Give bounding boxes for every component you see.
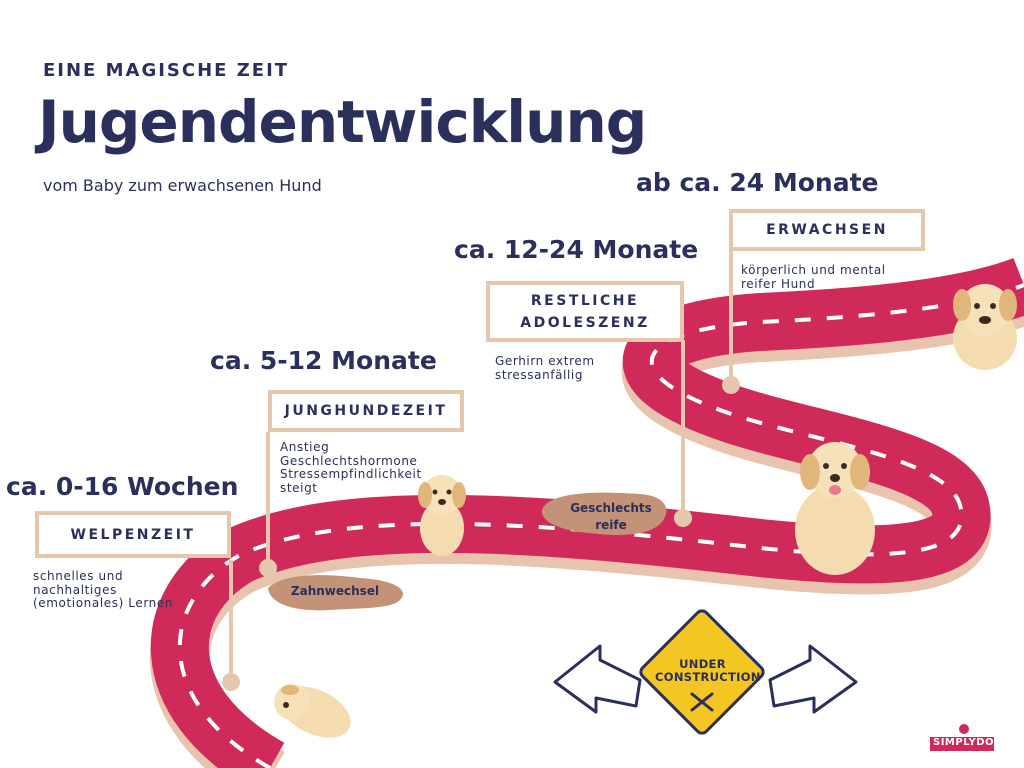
stage-box-junghundezeit: JUNGHUNDEZEIT: [268, 390, 464, 432]
adult-dog-icon: [953, 284, 1017, 370]
tools-icon: [690, 692, 714, 712]
arrow-left-icon: [553, 644, 642, 714]
puddle-teeth: [268, 575, 404, 611]
stage-box-welpenzeit: WELPENZEIT: [35, 511, 231, 558]
logo-badge: [930, 737, 994, 751]
stage-name-3: RESTLICHE ADOLESZENZ: [520, 292, 650, 331]
stage-age-1: ca. 0-16 Wochen: [6, 472, 239, 501]
page-subtitle: vom Baby zum erwachsenen Hund: [43, 176, 322, 195]
stage-age-4: ab ca. 24 Monate: [636, 168, 879, 197]
connector-lines: [222, 250, 740, 691]
construction-sign-text: UNDER CONSTRUCTION: [655, 657, 761, 684]
puppy-walking-icon: [418, 475, 466, 556]
stage-age-2: ca. 5-12 Monate: [210, 346, 437, 375]
stage-name-2: JUNGHUNDEZEIT: [284, 403, 448, 419]
puppy-on-back-icon: [274, 684, 351, 738]
stage-age-3: ca. 12-24 Monate: [454, 235, 699, 264]
lane-markings: [177, 283, 1024, 768]
stage-desc-4: körperlich und mental reifer Hund: [741, 263, 886, 291]
construction-sign: [639, 609, 765, 735]
stage-name-4: ERWACHSEN: [766, 222, 888, 238]
stage-desc-1: schnelles und nachhaltiges (emotionales)…: [33, 569, 174, 610]
stage-box-adoleszenz: RESTLICHE ADOLESZENZ: [486, 281, 684, 342]
brand-logo: SIMPLYDOG: [933, 737, 1003, 748]
stage-box-erwachsen: ERWACHSEN: [729, 209, 925, 251]
milestone-maturity: Geschlechts reife: [570, 501, 652, 532]
page-title: Jugendentwicklung: [38, 88, 647, 156]
stage-desc-3: Gerhirn extrem stressanfällig: [495, 354, 595, 382]
stage-desc-2: Anstieg Geschlechtshormone Stressempfind…: [280, 440, 422, 495]
milestone-teeth: Zahnwechsel: [290, 584, 380, 598]
puddle-maturity: [541, 492, 667, 535]
arrow-right-icon: [768, 644, 858, 714]
eyebrow: EINE MAGISCHE ZEIT: [43, 60, 290, 81]
young-dog-sitting-icon: [795, 442, 875, 575]
dog-logo-icon: [959, 724, 969, 734]
stage-name-1: WELPENZEIT: [70, 526, 196, 543]
